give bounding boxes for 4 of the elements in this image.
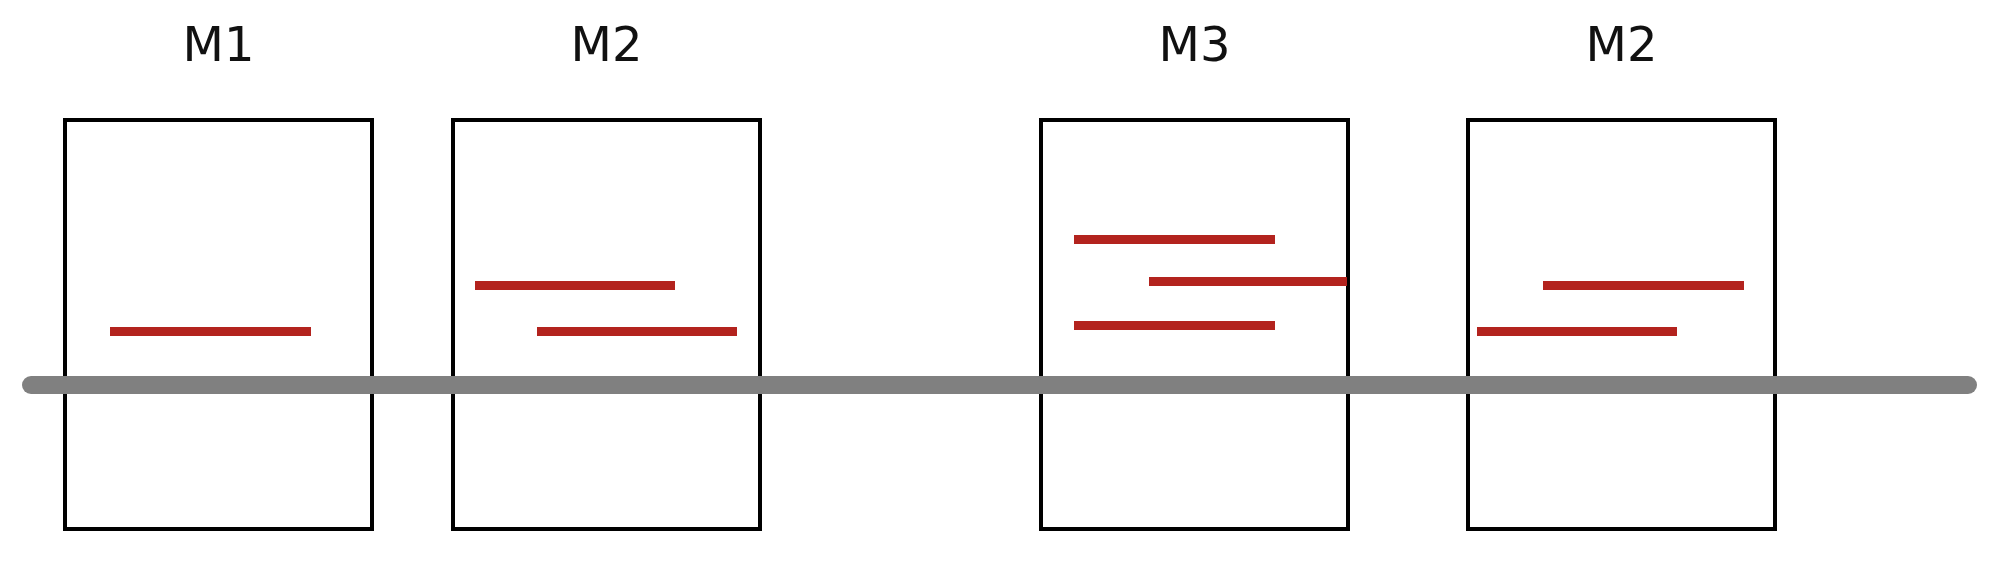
- box-heading: M3: [1157, 15, 1232, 74]
- box-heading: M2: [1584, 15, 1659, 74]
- box-heading: M2: [569, 15, 644, 74]
- box-heading: M1: [181, 15, 256, 74]
